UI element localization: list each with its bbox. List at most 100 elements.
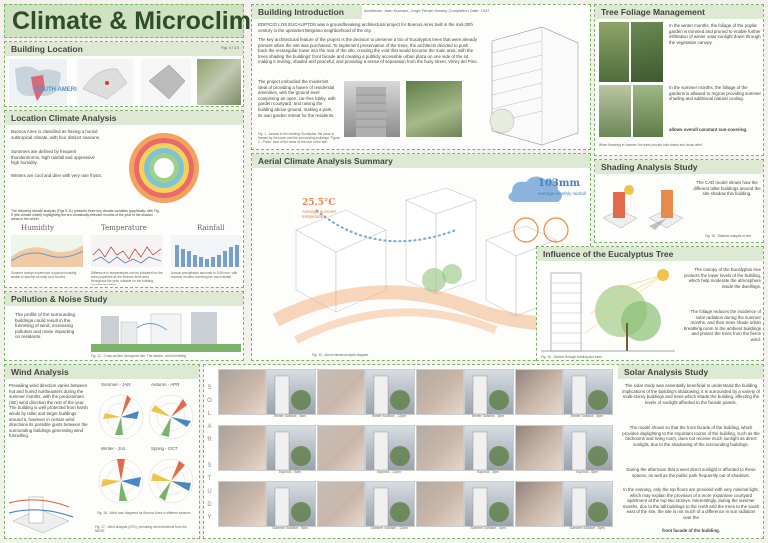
building-intro-p1: EDIFICIO LOS EUCALIPTOS was a groundbrea… — [258, 22, 473, 33]
climate-wheel — [127, 131, 201, 205]
solar-model-render — [218, 369, 266, 415]
aerial-caption: Fig. 13 - Aerial climate analysis diagra… — [312, 353, 369, 357]
climate-text-1: Buenos Aires is classified as having a h… — [11, 129, 101, 140]
solar-header: Solar Analysis Study — [618, 365, 763, 379]
solar-study-cell: Summer Solstice - 12pm — [317, 481, 415, 534]
eucalyptus-text-1: The canopy of the Eucalyptus tree protec… — [684, 267, 761, 289]
humidity-chart — [11, 235, 83, 267]
solar-time-label: Winter Solstice - 6pm — [570, 414, 604, 418]
solar-study-cell: Winter Solstice - 9am — [218, 369, 316, 422]
solar-time-label: Equinox - 6pm — [576, 470, 598, 474]
building-intro-p3: The project embodied the modernist ideal… — [258, 79, 336, 118]
solar-text-4: In the evening, only the top floors are … — [622, 487, 760, 520]
wind-caption: Fig. 18 - Wind rose diagrams for Buenos … — [97, 511, 191, 515]
solar-study-cell: Summer Solstice - 3pm — [416, 481, 514, 534]
building-location-fig: Figs. 6,7 & 8 — [221, 46, 239, 50]
solar-model-render — [416, 481, 464, 527]
solar-view-render — [563, 481, 613, 527]
solar-view-render — [266, 481, 316, 527]
solar-study-cell: Winter Solstice - 3pm — [416, 369, 514, 422]
solar-model-render — [218, 425, 266, 471]
eucalyptus-text-2: The foliage reduces the incidence of sol… — [683, 309, 761, 342]
rain-label: average monthly rainfall — [538, 191, 586, 196]
south-america-label: SOUTH AMERICA — [35, 87, 86, 93]
solar-time-label: Equinox - 3pm — [477, 470, 499, 474]
shading-panel: Shading Analysis Study The CAD model sho… — [594, 159, 764, 243]
temp-label: Average summer temperature — [302, 209, 337, 219]
wind-rose-winter — [98, 458, 144, 504]
wind-panel: Wind Analysis Prevailing wind direction … — [4, 364, 200, 539]
foliage-header: Tree Foliage Management — [595, 5, 763, 19]
temp-value: 25.5°C — [302, 198, 336, 208]
solar-time-label: Summer Solstice - 9am — [272, 526, 308, 530]
building-intro-caption: Fig. 1 - Access to the building: Eucalip… — [258, 132, 340, 144]
location-climate-panel: Location Climate Analysis Buenos Aires i… — [4, 110, 244, 288]
foliage-caption: When flowering in summer, the trees prov… — [599, 143, 703, 147]
foliage-photo-4 — [633, 85, 663, 137]
aerial-panel: Aerial Climate Analysis Summary 103mm av… — [251, 153, 591, 361]
pollution-text: The profile of the surrounding buildings… — [15, 312, 76, 340]
solar-bold: front facade of the building. — [662, 528, 720, 533]
solar-model-render — [218, 481, 266, 527]
solar-model-render — [317, 369, 365, 415]
solar-view-render — [464, 369, 514, 415]
solar-model-render — [317, 481, 365, 527]
solar-time-label: Winter Solstice - 12pm — [371, 414, 407, 418]
wind-text: Prevailing wind direction varies between… — [9, 383, 88, 439]
shading-model-2 — [645, 178, 687, 234]
foliage-photo-3 — [599, 85, 631, 137]
world-map-image — [9, 59, 67, 105]
winter-label: Winter - JUL — [101, 447, 127, 451]
solar-view-render — [464, 425, 514, 471]
garden-photo — [406, 81, 462, 137]
solar-view-render — [563, 369, 613, 415]
shading-header: Shading Analysis Study — [595, 160, 763, 174]
wind-rose-autumn — [148, 394, 194, 440]
eucalyptus-panel: Influence of the Eucalyptus Tree The can… — [536, 246, 764, 361]
solar-view-render — [365, 481, 415, 527]
city-map-icon — [82, 68, 128, 100]
solar-view-render — [365, 369, 415, 415]
wind-rose-spring — [148, 458, 194, 504]
building-intro-p2: The key architectural feature of the pro… — [258, 37, 478, 65]
solar-time-label: Winter Solstice - 3pm — [471, 414, 505, 418]
autumn-label: Autumn - APR — [151, 383, 180, 387]
humidity-caption: Summer foreign experience in typical hum… — [11, 271, 77, 279]
shading-caption: Fig. 15 - Shadow analysis of site — [705, 234, 751, 238]
solar-study-cell: Equinox - 6pm — [515, 425, 613, 478]
wind-rose-summer — [98, 394, 144, 440]
foliage-bold: allows overall constant sun-covering. — [669, 127, 748, 132]
solar-vertical-letter: O — [207, 398, 213, 404]
solar-view-render — [266, 425, 316, 471]
solar-model-render — [416, 425, 464, 471]
foliage-photo-2 — [631, 22, 663, 82]
solar-view-render — [266, 369, 316, 415]
solar-time-label: Equinox - 9am — [279, 470, 301, 474]
solar-text-2: The model shows so that the front facade… — [622, 425, 760, 447]
solar-study-cell: Equinox - 3pm — [416, 425, 514, 478]
solar-vertical-letter: U — [207, 489, 213, 495]
rainfall-caption: Annual precipitation amounts to 1050 mm,… — [171, 271, 238, 279]
building-intro-panel: Building Introduction Architects: Juan K… — [251, 4, 591, 150]
solar-study-cell: Winter Solstice - 6pm — [515, 369, 613, 422]
foliage-text-1: In the winter months, the foliage of the… — [669, 23, 761, 45]
solar-text-3: During the afternoon that a west direct … — [626, 467, 756, 478]
solar-time-label: Summer Solstice - 3pm — [470, 526, 506, 530]
district-map-image — [141, 59, 191, 105]
wind-caption-2: Fig. 17 - Wind analysis (CFD), prevailin… — [95, 525, 187, 533]
solar-view-render — [563, 425, 613, 471]
solar-model-render — [515, 425, 563, 471]
solar-model-render — [416, 369, 464, 415]
humidity-label: Humidity — [21, 224, 54, 232]
foliage-text-2: In the summer months, the foliage of the… — [669, 85, 761, 102]
building-intro-header: Building Introduction — [252, 5, 362, 19]
pollution-header: Pollution & Noise Study — [5, 292, 243, 306]
climate-text-4: The following climate analysis (Figs 9-1… — [11, 209, 160, 221]
solar-study-cell: Equinox - 9am — [218, 425, 316, 478]
wind-model — [9, 491, 93, 535]
solar-vertical-letter: R — [207, 437, 213, 443]
solar-vertical-letter: S — [207, 385, 213, 391]
